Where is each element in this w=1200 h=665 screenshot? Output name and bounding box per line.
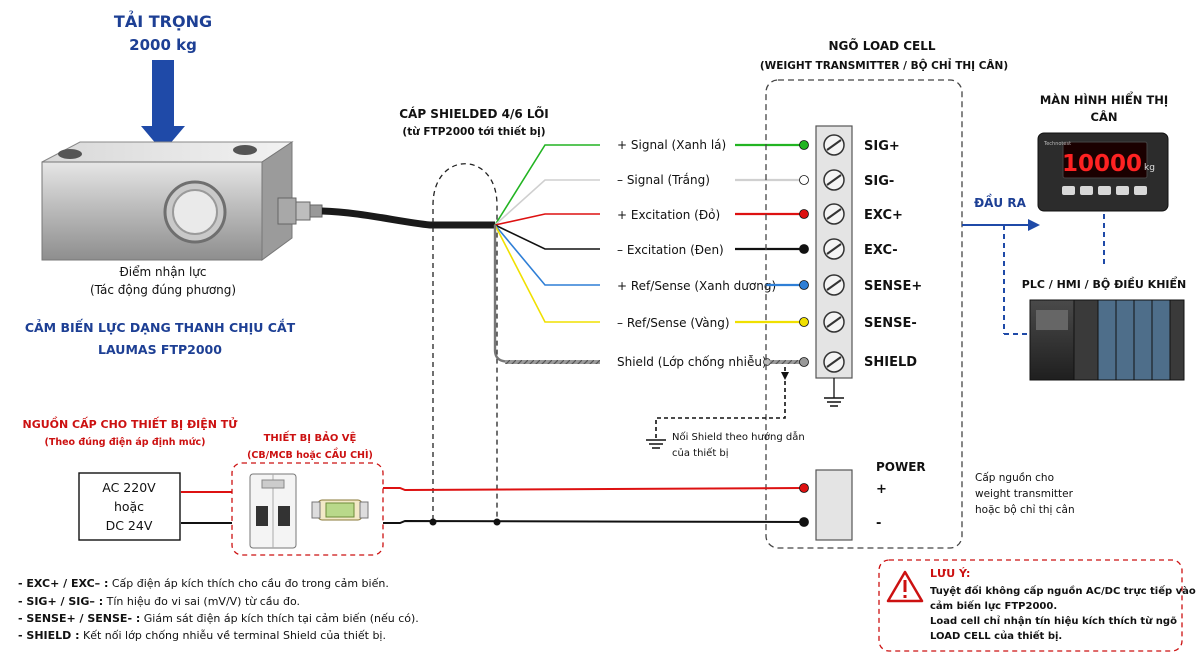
display-title: MÀN HÌNH HIỂN THỊ <box>1040 90 1168 107</box>
plc-image <box>1029 299 1185 381</box>
force-point-note: (Tác động đúng phương) <box>90 283 236 297</box>
mcb-breaker-icon <box>249 473 297 549</box>
power-note-line2: weight transmitter <box>975 488 1074 500</box>
weight-display-image <box>1037 132 1169 212</box>
device-subheader: (WEIGHT TRANSMITTER / BỘ CHỈ THỊ CÂN) <box>760 58 1008 72</box>
cable-subtitle: (từ FTP2000 tới thiết bị) <box>402 125 545 138</box>
fuse-icon <box>311 499 369 521</box>
load-title: TẢI TRỌNG <box>114 10 212 31</box>
output-label: ĐẦU RA <box>974 193 1027 210</box>
terminal-label-shield: SHIELD <box>864 355 917 370</box>
terminal-label-exc-minus: EXC- <box>864 243 898 258</box>
power-supply-title: NGUỒN CẤP CHO THIẾT BỊ ĐIỆN TỬ <box>23 416 239 431</box>
terminal-screw-icon <box>823 134 845 156</box>
load-cell-image <box>41 141 495 261</box>
shield-ground-dashed <box>655 367 786 438</box>
load-arrow-icon <box>141 60 185 152</box>
power-minus-terminal-dot <box>799 517 809 527</box>
power-terminal-block <box>815 469 853 541</box>
legend: - EXC+ / EXC– : Cấp điện áp kích thích c… <box>18 577 419 642</box>
wire-label-sense-minus: – Ref/Sense (Vàng) <box>617 316 730 330</box>
terminal-label-sense-minus: SENSE- <box>864 316 917 331</box>
shield-dashed-loop <box>432 163 498 525</box>
wire-label-sig-minus: – Signal (Trắng) <box>617 173 710 187</box>
warning-title: LƯU Ý: <box>930 567 970 580</box>
wire-label-exc-plus: + Excitation (Đỏ) <box>617 208 720 222</box>
terminal-screw-icon <box>823 311 845 333</box>
wire-label-sense-plus: + Ref/Sense (Xanh dương) <box>617 279 776 293</box>
terminal-label-sig-minus: SIG- <box>864 174 894 189</box>
terminal-label-sig-plus: SIG+ <box>864 139 900 154</box>
power-wire-black <box>181 519 804 524</box>
sensor-title: CẢM BIẾN LỰC DẠNG THANH CHỊU CẮT <box>25 319 296 335</box>
legend-item: - SIG+ / SIG– : Tín hiệu đo vi sai (mV/V… <box>18 595 300 608</box>
force-point-label: Điểm nhận lực <box>119 265 206 279</box>
ground-icon <box>824 378 844 407</box>
display-reading: 10000 <box>1062 151 1142 177</box>
device-header: NGÕ LOAD CELL <box>828 38 935 53</box>
wire-fan <box>493 144 600 364</box>
power-minus-label: - <box>876 516 881 531</box>
warning-line4: LOAD CELL của thiết bị. <box>930 629 1062 642</box>
shield-note-line1: Nối Shield theo hướng dẫn <box>672 430 805 443</box>
power-wire-red <box>181 487 804 493</box>
load-value: 2000 kg <box>129 36 197 54</box>
shield-note-line2: của thiết bị <box>672 447 729 459</box>
warning-line3: Load cell chỉ nhận tín hiệu kích thích t… <box>930 615 1177 627</box>
shield-ground-icon <box>646 439 666 449</box>
power-note-line3: hoặc bộ chỉ thị cân <box>975 504 1075 516</box>
display-title-2: CÂN <box>1091 109 1118 124</box>
protection-subtitle: (CB/MCB hoặc CẦU CHÌ) <box>247 448 373 461</box>
warning-line1: Tuyệt đối không cấp nguồn AC/DC trực tiế… <box>930 584 1196 597</box>
wire-label-exc-minus: – Excitation (Đen) <box>617 243 724 257</box>
protection-dashed-box <box>231 462 384 556</box>
display-unit: kg <box>1144 163 1155 173</box>
terminal-screw-icon <box>823 351 845 373</box>
display-brand: Technotest <box>1043 141 1071 147</box>
power-title: POWER <box>876 460 926 474</box>
protection-title: THIẾT BỊ BẢO VỆ <box>264 429 357 444</box>
legend-item: - EXC+ / EXC– : Cấp điện áp kích thích c… <box>18 577 389 590</box>
warning-icon <box>886 570 924 603</box>
power-supply-line1: AC 220V <box>102 480 156 495</box>
sensor-model: LAUMAS FTP2000 <box>98 342 222 357</box>
power-plus-label: + <box>876 482 887 497</box>
cable-title: CÁP SHIELDED 4/6 LÕI <box>399 106 549 121</box>
terminal-screw-icon <box>823 169 845 191</box>
wire-label-sig-plus: + Signal (Xanh lá) <box>617 138 726 152</box>
terminal-screw-icon <box>823 274 845 296</box>
power-supply-subtitle: (Theo đúng điện áp định mức) <box>45 437 206 448</box>
output-arrow-icon <box>962 214 1105 335</box>
terminal-screw-icon <box>823 203 845 225</box>
terminal-screw-icon <box>823 238 845 260</box>
power-plus-terminal-dot <box>799 483 809 493</box>
power-note-line1: Cấp nguồn cho <box>975 472 1054 484</box>
terminal-label-exc-plus: EXC+ <box>864 208 903 223</box>
plc-title: PLC / HMI / BỘ ĐIỀU KHIỂN <box>1022 276 1186 291</box>
terminal-label-sense-plus: SENSE+ <box>864 279 922 294</box>
wire-label-shield: Shield (Lớp chống nhiễu) <box>617 355 767 369</box>
device-dashed-box <box>765 79 963 549</box>
warning-box <box>878 559 1183 652</box>
warning-line2: cảm biến lực FTP2000. <box>930 599 1057 612</box>
terminal-wires <box>735 140 809 367</box>
power-supply-box <box>78 472 181 541</box>
legend-item: - SENSE+ / SENSE- : Giám sát điện áp kíc… <box>18 612 419 625</box>
power-supply-line3: DC 24V <box>106 518 153 533</box>
legend-item: - SHIELD : Kết nối lớp chống nhiễu về te… <box>18 629 386 642</box>
power-supply-line2: hoặc <box>114 499 144 514</box>
